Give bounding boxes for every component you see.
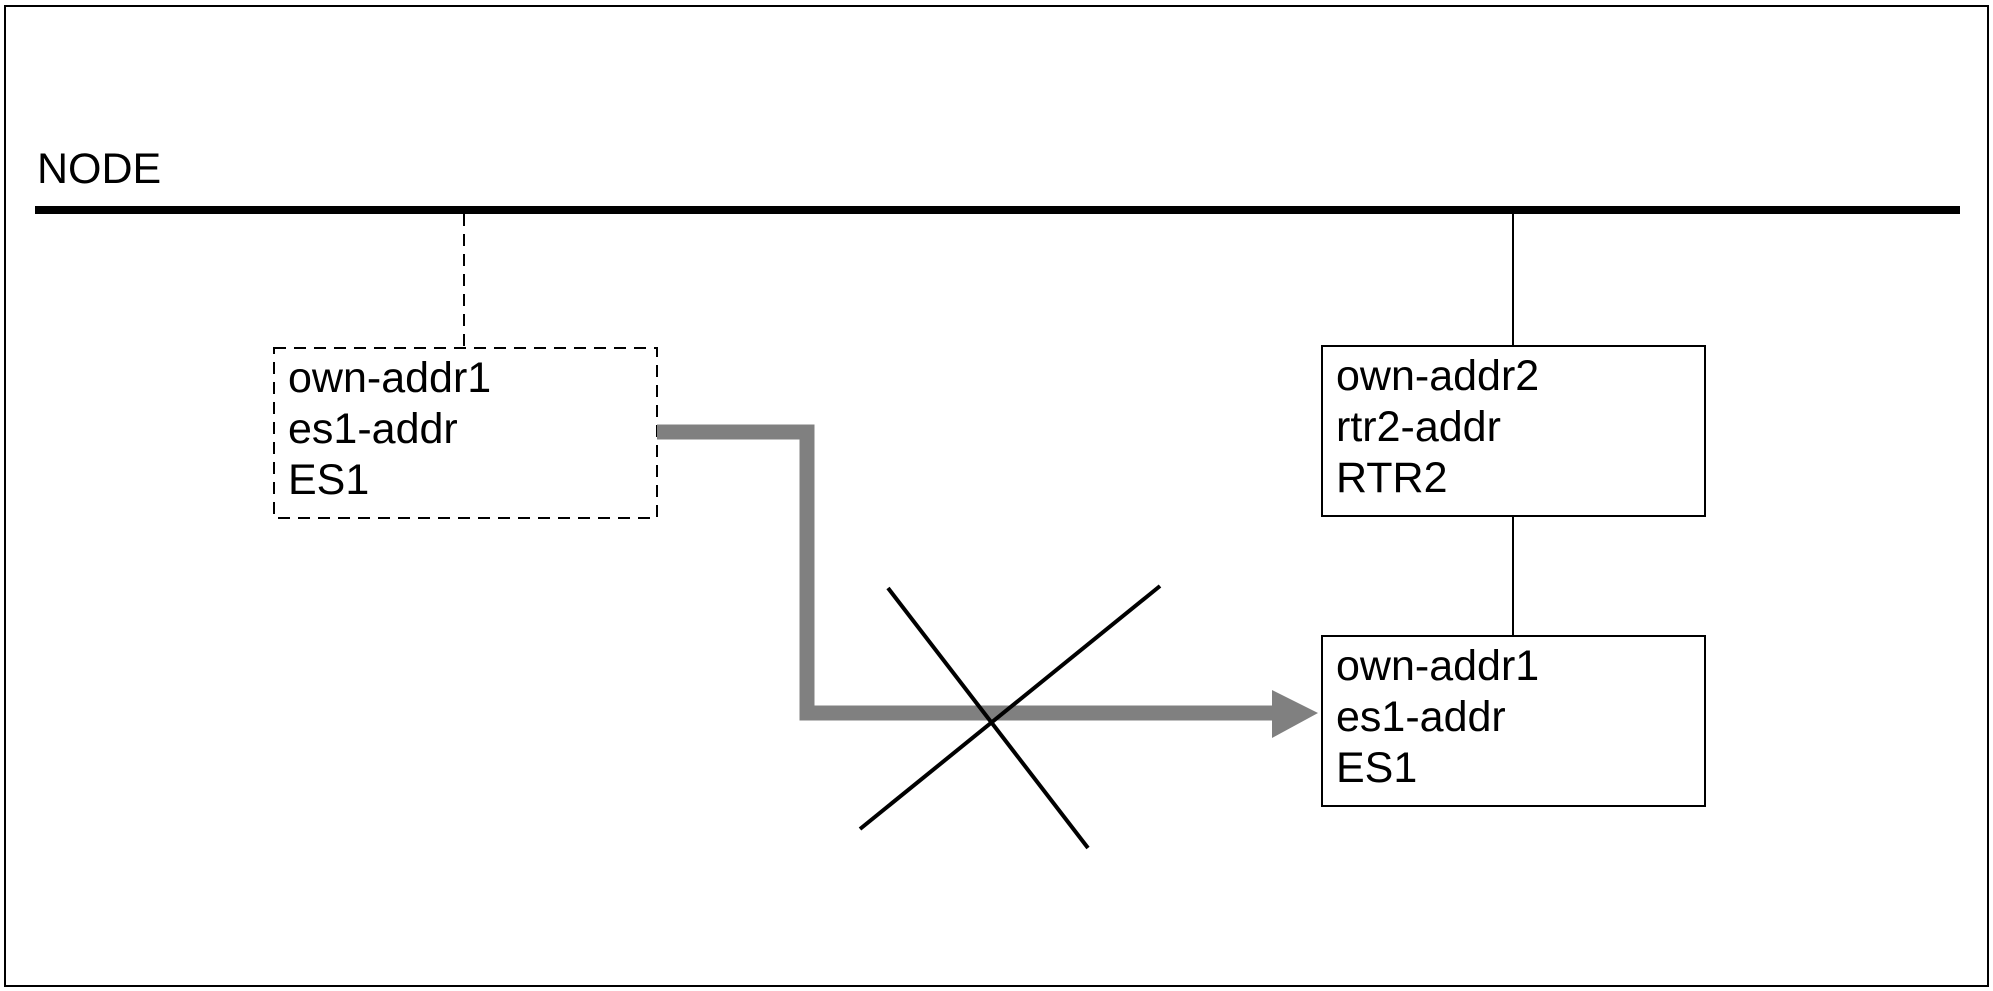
diagram-frame [4,5,1989,987]
block-cross-line-b [858,584,1162,831]
es1-target-line-3: ES1 [1336,744,1417,792]
route-arrow-head [1272,690,1318,738]
es1-source-line-3: ES1 [288,456,369,504]
route-arrow-path [657,424,1275,721]
block-cross-line-a [886,586,1090,850]
es1-target-line-1: own-addr1 [1336,642,1539,690]
bus-label: NODE [37,145,161,193]
es1-source-line-2: es1-addr [288,405,458,453]
es1-target-line-2: es1-addr [1336,693,1506,741]
rtr2-line-1: own-addr2 [1336,352,1539,400]
es1-source-line-1: own-addr1 [288,354,491,402]
es1-target-box [1321,635,1706,807]
rtr2-line-2: rtr2-addr [1336,403,1501,451]
rtr2-line-3: RTR2 [1336,454,1448,502]
